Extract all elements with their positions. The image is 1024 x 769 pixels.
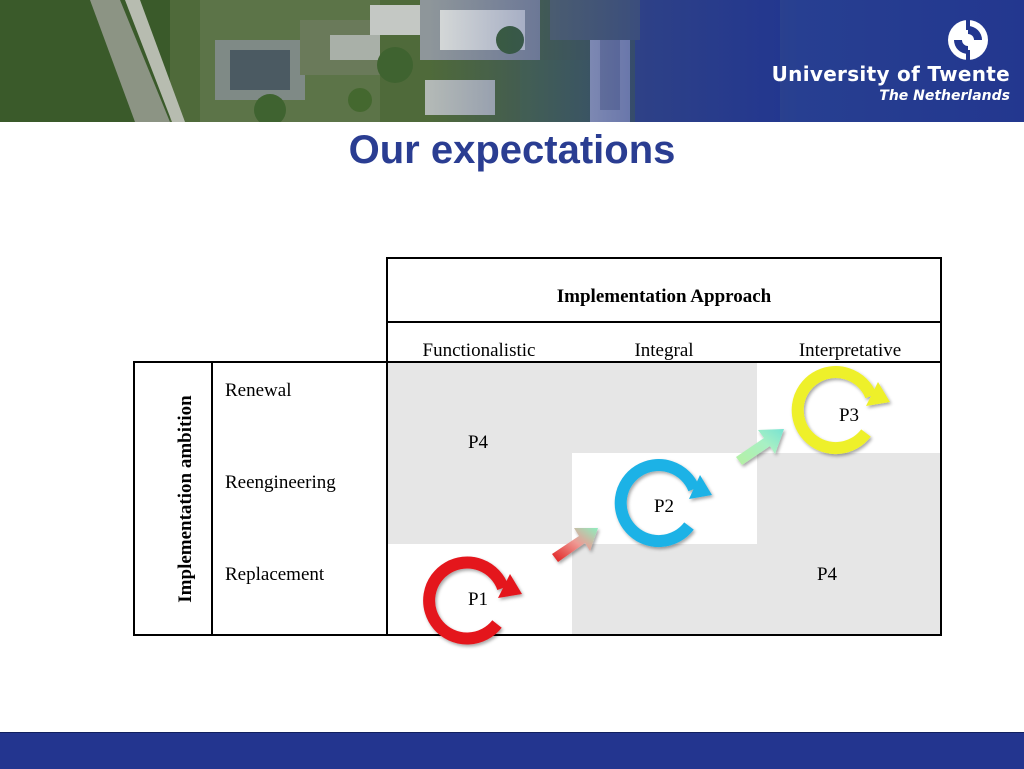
ambition-heading: Implementation ambition [175, 395, 196, 603]
header-banner: University of Twente The Netherlands [0, 0, 1024, 122]
matrix-frame [133, 361, 942, 636]
footer-bar [0, 732, 1024, 769]
phase-p3-label: P3 [839, 405, 859, 426]
approach-integral: Integral [634, 340, 693, 361]
ambition-reengineering: Reengineering [225, 472, 336, 493]
p2-cycle-arrow-icon [614, 459, 712, 548]
shaded-region-upper [388, 362, 757, 544]
shaded-region-lower [572, 453, 941, 635]
p3-cycle-arrow-icon [791, 366, 890, 455]
transition-arrow-p2-p3 [736, 429, 784, 465]
transition-arrow-p1-p2 [552, 528, 598, 562]
university-logo[interactable]: University of Twente The Netherlands [772, 18, 1010, 108]
phase-p1-label: P1 [468, 589, 488, 610]
approach-interpretative: Interpretative [799, 340, 901, 361]
ambition-renewal: Renewal [225, 380, 291, 401]
phase-p4-upper-label: P4 [468, 432, 489, 453]
university-country: The Netherlands [879, 88, 1010, 104]
university-name: University of Twente [771, 62, 1010, 86]
phase-p4-lower-label: P4 [817, 564, 838, 585]
slide-title: Our expectations [348, 128, 676, 172]
ambition-replacement: Replacement [225, 564, 325, 585]
approach-heading: Implementation Approach [557, 286, 772, 307]
university-emblem-icon [948, 20, 988, 60]
approach-functionalistic: Functionalistic [423, 340, 536, 361]
phase-p2-label: P2 [654, 496, 674, 517]
campus-aerial-photo [0, 0, 780, 122]
p1-cycle-arrow-icon [423, 556, 522, 645]
